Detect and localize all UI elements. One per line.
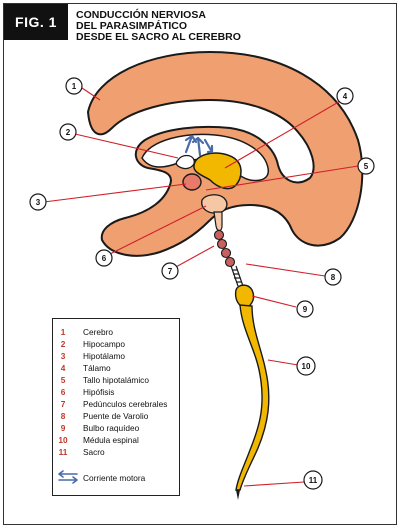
svg-text:4: 4 (343, 92, 348, 101)
legend-item: 10 Médula espinal (53, 435, 179, 447)
legend-item: 6 Hipófisis (53, 387, 179, 399)
hypothalamic-stalk-shape (213, 211, 223, 232)
legend-number: 7 (60, 399, 66, 409)
cerebral-peduncles-chain (213, 229, 236, 268)
callout-3: 3 (29, 193, 47, 211)
legend-label: Pedúnculos cerebrales (83, 399, 168, 409)
legend-number: 1 (60, 327, 66, 337)
legend-item: 9 Bulbo raquídeo (53, 423, 179, 435)
legend-number: 3 (60, 351, 66, 361)
legend-number: 9 (60, 423, 66, 433)
legend-number: 6 (60, 387, 66, 397)
legend-number: 5 (60, 375, 66, 385)
callout-5: 5 (357, 157, 375, 175)
legend-number: 10 (58, 435, 68, 445)
legend-number: 11 (58, 447, 68, 457)
legend-number: 8 (60, 411, 66, 421)
figure-title: CONDUCCIÓN NERVIOSA DEL PARASIMPÁTICO DE… (76, 10, 376, 43)
legend-motor-current: Corriente motora (53, 469, 179, 485)
legend-item: 5 Tallo hipotalámico (53, 375, 179, 387)
pons-ladder (230, 265, 244, 287)
title-line-2: DEL PARASIMPÁTICO (76, 20, 188, 32)
title-line-1: CONDUCCIÓN NERVIOSA (76, 9, 206, 21)
svg-text:5: 5 (364, 162, 369, 171)
legend-label: Bulbo raquídeo (83, 423, 140, 433)
legend-label: Médula espinal (83, 435, 139, 445)
legend-label: Hipófisis (83, 387, 115, 397)
legend-number: 4 (60, 363, 66, 373)
legend-item: 8 Puente de Varolio (53, 411, 179, 423)
svg-text:8: 8 (331, 273, 336, 282)
sacrum-tail (236, 490, 240, 500)
callout-6: 6 (95, 249, 113, 267)
svg-text:11: 11 (309, 476, 318, 485)
callout-1: 1 (65, 77, 83, 95)
legend-item: 2 Hipocampo (53, 339, 179, 351)
callout-2: 2 (59, 123, 77, 141)
title-line-3: DESDE EL SACRO AL CEREBRO (76, 31, 241, 43)
hypothalamus-shape (182, 173, 202, 191)
svg-text:10: 10 (302, 362, 311, 371)
legend-number: 2 (60, 339, 66, 349)
spinal-cord-shape (235, 304, 270, 491)
legend-label: Sacro (83, 447, 105, 457)
motor-current-arrows (184, 134, 214, 157)
leader-lines (43, 87, 359, 487)
callout-9: 9 (296, 300, 314, 318)
hippocampus-shape (175, 154, 195, 170)
figure-badge: FIG. 1 (4, 4, 68, 40)
legend-label: Tallo hipotalámico (83, 375, 149, 385)
motor-current-label: Corriente motora (83, 473, 146, 483)
svg-text:6: 6 (102, 254, 107, 263)
legend-label: Hipotálamo (83, 351, 125, 361)
callout-8: 8 (324, 268, 342, 286)
svg-text:3: 3 (36, 198, 41, 207)
callout-10: 10 (296, 356, 316, 376)
legend-item: 3 Hipotálamo (53, 351, 179, 363)
svg-text:7: 7 (168, 267, 173, 276)
hypophysis-shape (201, 194, 228, 214)
callout-7: 7 (161, 262, 179, 280)
svg-text:9: 9 (303, 305, 308, 314)
callout-4: 4 (336, 87, 354, 105)
legend-label: Cerebro (83, 327, 113, 337)
medulla-shape (234, 284, 255, 309)
svg-text:1: 1 (72, 82, 77, 91)
legend-label: Puente de Varolio (83, 411, 149, 421)
double-arrow-icon (58, 470, 78, 484)
legend-item: 1 Cerebro (53, 327, 179, 339)
svg-text:2: 2 (66, 128, 71, 137)
legend-item: 4 Tálamo (53, 363, 179, 375)
legend-label: Hipocampo (83, 339, 125, 349)
legend-label: Tálamo (83, 363, 111, 373)
legend-item: 7 Pedúnculos cerebrales (53, 399, 179, 411)
legend-item: 11 Sacro (53, 447, 179, 459)
callout-11: 11 (303, 470, 323, 490)
